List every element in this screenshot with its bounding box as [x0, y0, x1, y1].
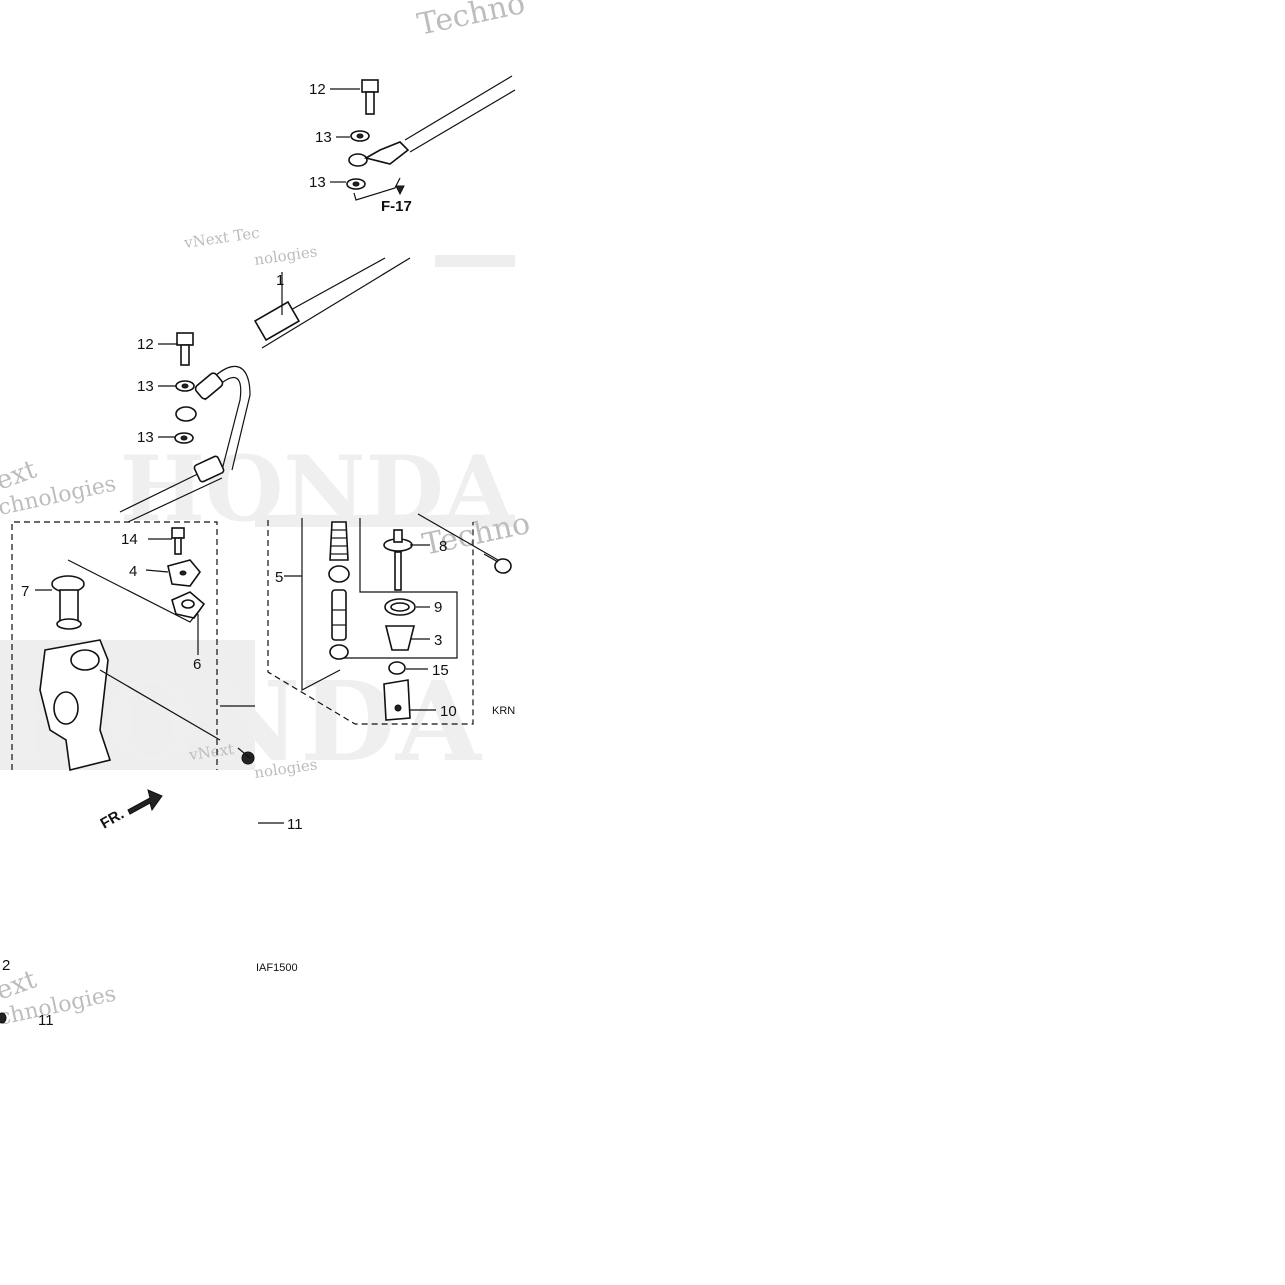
banjo-fitting	[348, 153, 368, 167]
nut	[388, 661, 406, 675]
ref-f17: F-17	[381, 198, 412, 215]
ref-front: FR.	[98, 806, 127, 833]
main-hose-assembly: 1 12 13 13	[119, 257, 411, 523]
bolt-head	[361, 79, 379, 93]
boot	[384, 625, 416, 651]
primary-cup	[328, 565, 350, 583]
screw	[494, 558, 512, 574]
label-13-top-b: 13	[309, 174, 326, 191]
label-12-top: 12	[309, 81, 326, 98]
hose-end	[194, 372, 224, 400]
watermark-brand: HONDA	[120, 436, 515, 542]
label-5: 5	[275, 569, 283, 586]
rod-joint	[383, 679, 411, 721]
hose-line	[404, 75, 513, 141]
label-6: 6	[193, 656, 201, 673]
label-9: 9	[434, 599, 442, 616]
ref-code-right: KRN	[492, 705, 515, 717]
label-7: 7	[21, 583, 29, 600]
lower-items: 11 2 IAF1500 11	[0, 747, 303, 1029]
label-4: 4	[129, 563, 137, 580]
front-direction-arrow	[127, 789, 163, 815]
label-1: 1	[276, 272, 284, 289]
label-15: 15	[432, 662, 449, 679]
banjo-fitting	[175, 406, 197, 422]
watermark-techno-top: Techno	[414, 0, 528, 43]
bolt-bottom	[0, 1012, 7, 1024]
master-cylinder-group: 14 4 6 7 FR.	[11, 521, 255, 833]
label-12-mid: 12	[137, 336, 154, 353]
hose-clamp	[193, 455, 225, 483]
secondary-cup	[329, 644, 349, 660]
label-3: 3	[434, 632, 442, 649]
label-13-mid-a: 13	[137, 378, 154, 395]
upper-hose-assembly: 12 13 13 F-17	[309, 75, 516, 215]
watermark-vnext-1: vNext Tec	[182, 224, 261, 253]
label-13-top-a: 13	[315, 129, 332, 146]
piston-set-group: 5 8 9 3 15 10	[267, 513, 515, 725]
piston	[331, 589, 347, 641]
watermark-vnext-1b: nologies	[253, 242, 318, 269]
push-rod	[394, 551, 402, 591]
bolt-shank	[365, 91, 375, 115]
label-11-mid: 11	[287, 816, 303, 833]
label-2: 2	[2, 957, 10, 974]
hose-fitting	[363, 141, 410, 165]
spring	[329, 521, 349, 561]
label-13-mid-b: 13	[137, 429, 154, 446]
label-14: 14	[121, 531, 138, 548]
ref-code-left: IAF1500	[256, 962, 298, 974]
label-8: 8	[439, 538, 447, 555]
label-11-bottom: 11	[38, 1012, 54, 1029]
hose-sleeve	[253, 300, 301, 342]
bolt	[241, 751, 255, 765]
label-10: 10	[440, 703, 457, 720]
bolt-head	[176, 332, 194, 346]
